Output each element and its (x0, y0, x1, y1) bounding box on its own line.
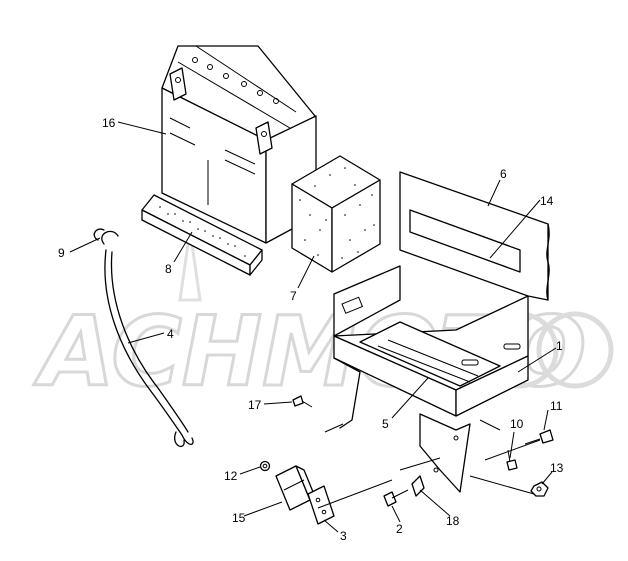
callout-7: 7 (290, 289, 297, 303)
callout-labels: 16 9 8 7 4 6 14 1 17 5 11 10 13 12 15 3 … (58, 116, 564, 543)
callout-3: 3 (340, 529, 347, 543)
callout-9: 9 (58, 246, 65, 260)
callout-8: 8 (165, 262, 172, 276)
callout-11: 11 (550, 399, 563, 413)
callout-2: 2 (396, 522, 403, 536)
callout-5: 5 (382, 417, 389, 431)
part-7-foam-block (291, 155, 381, 273)
callout-6: 6 (500, 167, 507, 181)
callout-18: 18 (446, 514, 460, 528)
leader-lines (69, 121, 557, 533)
part-1-battery-box (324, 171, 550, 493)
hardware-parts (259, 395, 554, 525)
callout-14: 14 (540, 194, 554, 208)
part-8-foam-strip (141, 194, 263, 276)
callout-16: 16 (102, 116, 116, 130)
callout-17: 17 (248, 398, 262, 412)
callout-15: 15 (232, 511, 246, 525)
callout-1: 1 (556, 339, 563, 353)
callout-4: 4 (167, 327, 174, 341)
part-4-strap (93, 228, 194, 448)
callout-12: 12 (224, 469, 238, 483)
callout-13: 13 (550, 461, 564, 475)
callout-10: 10 (510, 417, 524, 431)
